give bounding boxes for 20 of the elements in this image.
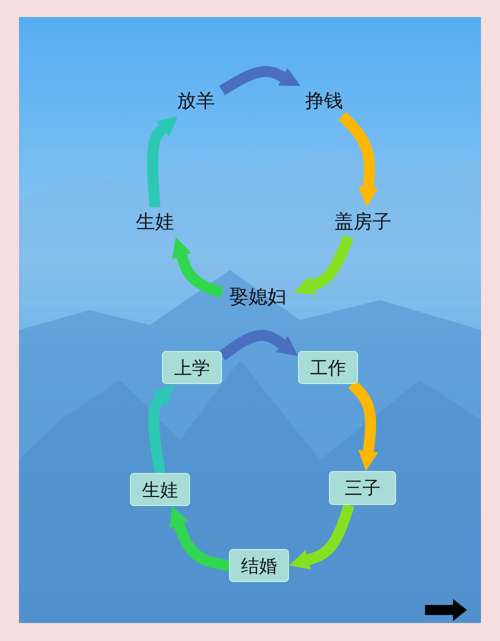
curved-arrow [148, 384, 174, 474]
step-label: 盖房子 [327, 207, 399, 237]
step-label: 生娃 [129, 207, 181, 237]
curved-arrow [348, 380, 378, 471]
step-label: 娶媳妇 [222, 282, 294, 312]
step-box: 三子 [329, 471, 396, 505]
step-box: 上学 [162, 351, 222, 384]
step-box: 生娃 [130, 473, 190, 506]
curved-arrow [147, 116, 178, 208]
step-box: 结婚 [229, 549, 289, 582]
step-label: 挣钱 [298, 86, 350, 116]
curved-arrow [289, 503, 354, 570]
curved-arrow [172, 237, 224, 298]
step-label: 放羊 [170, 86, 222, 116]
curved-arrow [170, 506, 230, 571]
curved-arrow [218, 330, 298, 360]
curved-arrow [219, 66, 301, 96]
curved-arrow [338, 112, 378, 207]
step-box: 工作 [298, 351, 358, 384]
curved-arrow [294, 234, 354, 295]
